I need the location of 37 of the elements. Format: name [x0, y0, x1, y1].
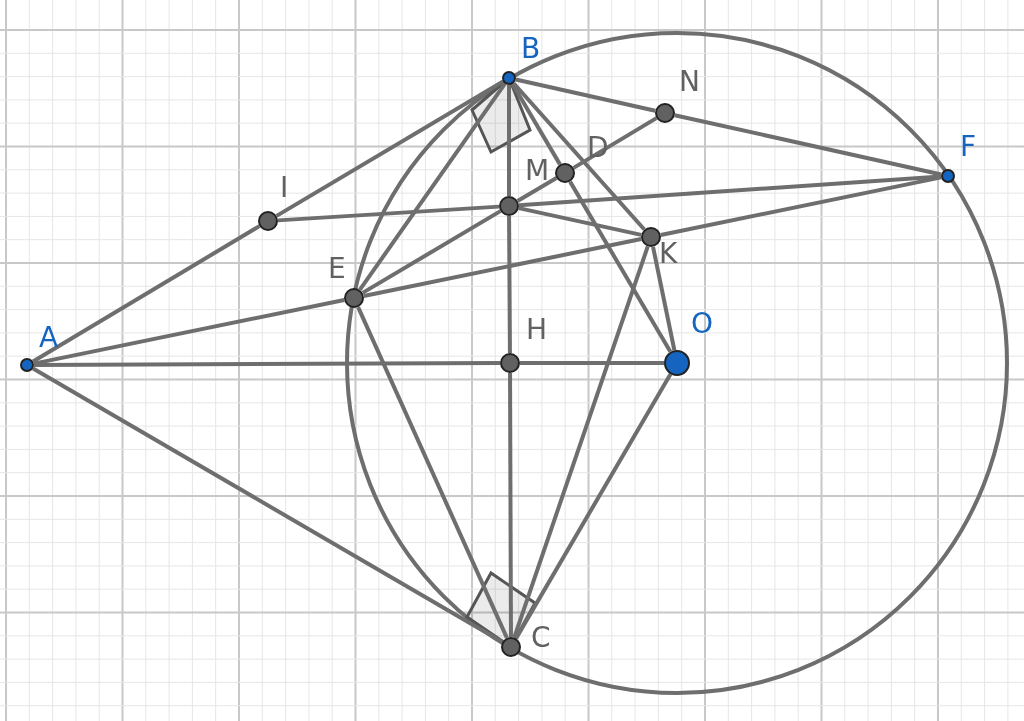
line-segment [572, 116, 658, 170]
line-segment [361, 209, 502, 295]
point-label: M [524, 156, 551, 186]
line-segment [518, 206, 642, 237]
line-segment [34, 361, 500, 367]
point-label: O [690, 309, 715, 339]
line-segment [508, 373, 513, 637]
line-segment [33, 298, 345, 366]
point-label: K [658, 239, 679, 269]
line-segment [515, 77, 656, 113]
point-label: N [678, 67, 701, 97]
point-label: I [279, 173, 290, 203]
line-segment [512, 81, 646, 231]
line-segment [674, 113, 942, 177]
line-segment [568, 180, 673, 353]
line-segment [651, 246, 677, 351]
line-segment [512, 245, 650, 639]
line-segment [32, 366, 504, 644]
line-segment [507, 216, 512, 353]
line-segment [518, 174, 942, 208]
line-segment [363, 237, 642, 298]
line-segment [277, 204, 500, 223]
line-segment [358, 82, 507, 291]
point-label: A [38, 323, 60, 353]
point-label: E [327, 254, 347, 284]
point-label: B [520, 34, 542, 64]
point-label: C [530, 623, 552, 653]
point-label: F [959, 132, 978, 162]
line-segment [275, 79, 504, 218]
line-segment [507, 85, 511, 196]
line-segment [520, 361, 664, 365]
line-segment [356, 306, 509, 639]
point-label: H [525, 315, 549, 345]
line-segment [32, 224, 261, 364]
line-segment [510, 83, 562, 166]
line-segment [516, 176, 558, 203]
line-segment [514, 373, 673, 640]
